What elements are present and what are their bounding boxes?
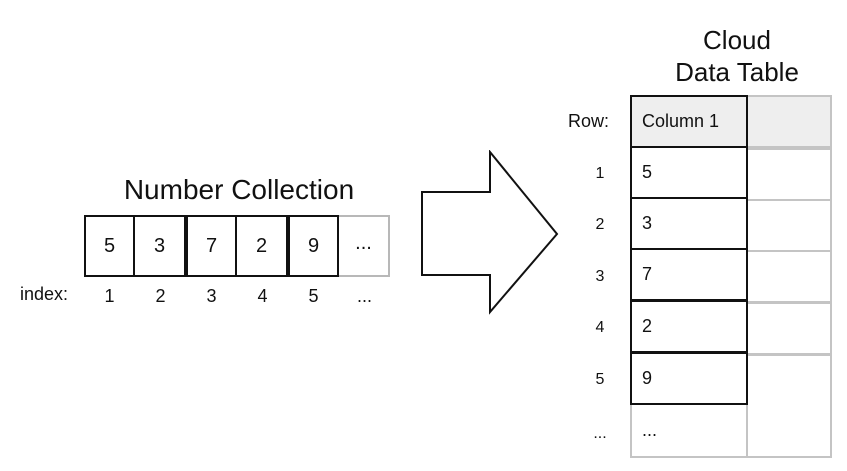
collection-value-5: 9 [307,234,320,257]
collection-cell-5: 9 [288,215,339,277]
table-value-row-4: 2 [642,316,653,336]
column-1-header-text: Column 1 [642,111,720,131]
row-number-5: 5 [595,371,605,388]
row-number-2: 2 [595,216,605,233]
table-cell-row-3: 7 [630,248,748,301]
index-number-4: 4 [257,286,268,306]
collection-value-3: 7 [205,234,218,257]
index-number-3: 3 [206,286,217,306]
table-value-row-3: 7 [642,264,653,284]
table-cell-row-more: ... [630,405,748,458]
column-2-header [748,95,832,148]
table-empty-cell-row-3 [748,250,832,303]
table-title-line-1: Cloud [703,25,771,55]
column-1-header: Column 1 [630,95,748,148]
right-arrow-icon [421,150,559,315]
row-header-label: Row: [568,111,610,131]
cloud-data-table-title: Cloud Data Table [652,24,822,88]
table-empty-cell-row-2 [748,199,832,252]
collection-value-2: 3 [153,234,166,257]
index-number-2: 2 [155,286,166,306]
index-label: index: [20,284,69,304]
index-number-1: 1 [104,286,115,306]
collection-cell-2: 3 [135,215,186,277]
collection-cell-1: 5 [84,215,135,277]
table-empty-cell-row-1 [748,148,832,201]
table-cell-row-5: 9 [630,352,748,405]
table-value-row-2: 3 [642,213,653,233]
index-number-5: 5 [308,286,319,306]
collection-value-4: 2 [255,234,268,257]
row-number-3: 3 [595,268,605,285]
table-value-row-5: 9 [642,368,653,388]
table-cell-row-1: 5 [630,146,748,199]
collection-value-1: 5 [103,234,116,257]
table-empty-cell-row-more [748,405,832,458]
number-collection-title: Number Collection [123,174,355,205]
collection-cell-more: ... [339,215,390,277]
table-cell-row-4: 2 [630,300,748,353]
table-value-row-1: 5 [642,162,653,182]
row-number-more: ... [593,425,607,442]
table-value-row-more: ... [642,420,658,440]
table-cell-row-2: 3 [630,197,748,250]
table-empty-cell-row-5 [748,354,832,407]
row-number-1: 1 [595,165,605,182]
collection-cell-3: 7 [186,215,237,277]
collection-cell-4: 2 [237,215,288,277]
table-empty-cell-row-4 [748,302,832,355]
index-number-more: ... [356,286,372,306]
table-title-line-2: Data Table [675,57,799,87]
collection-value-more: ... [355,231,372,254]
row-number-4: 4 [595,319,605,336]
